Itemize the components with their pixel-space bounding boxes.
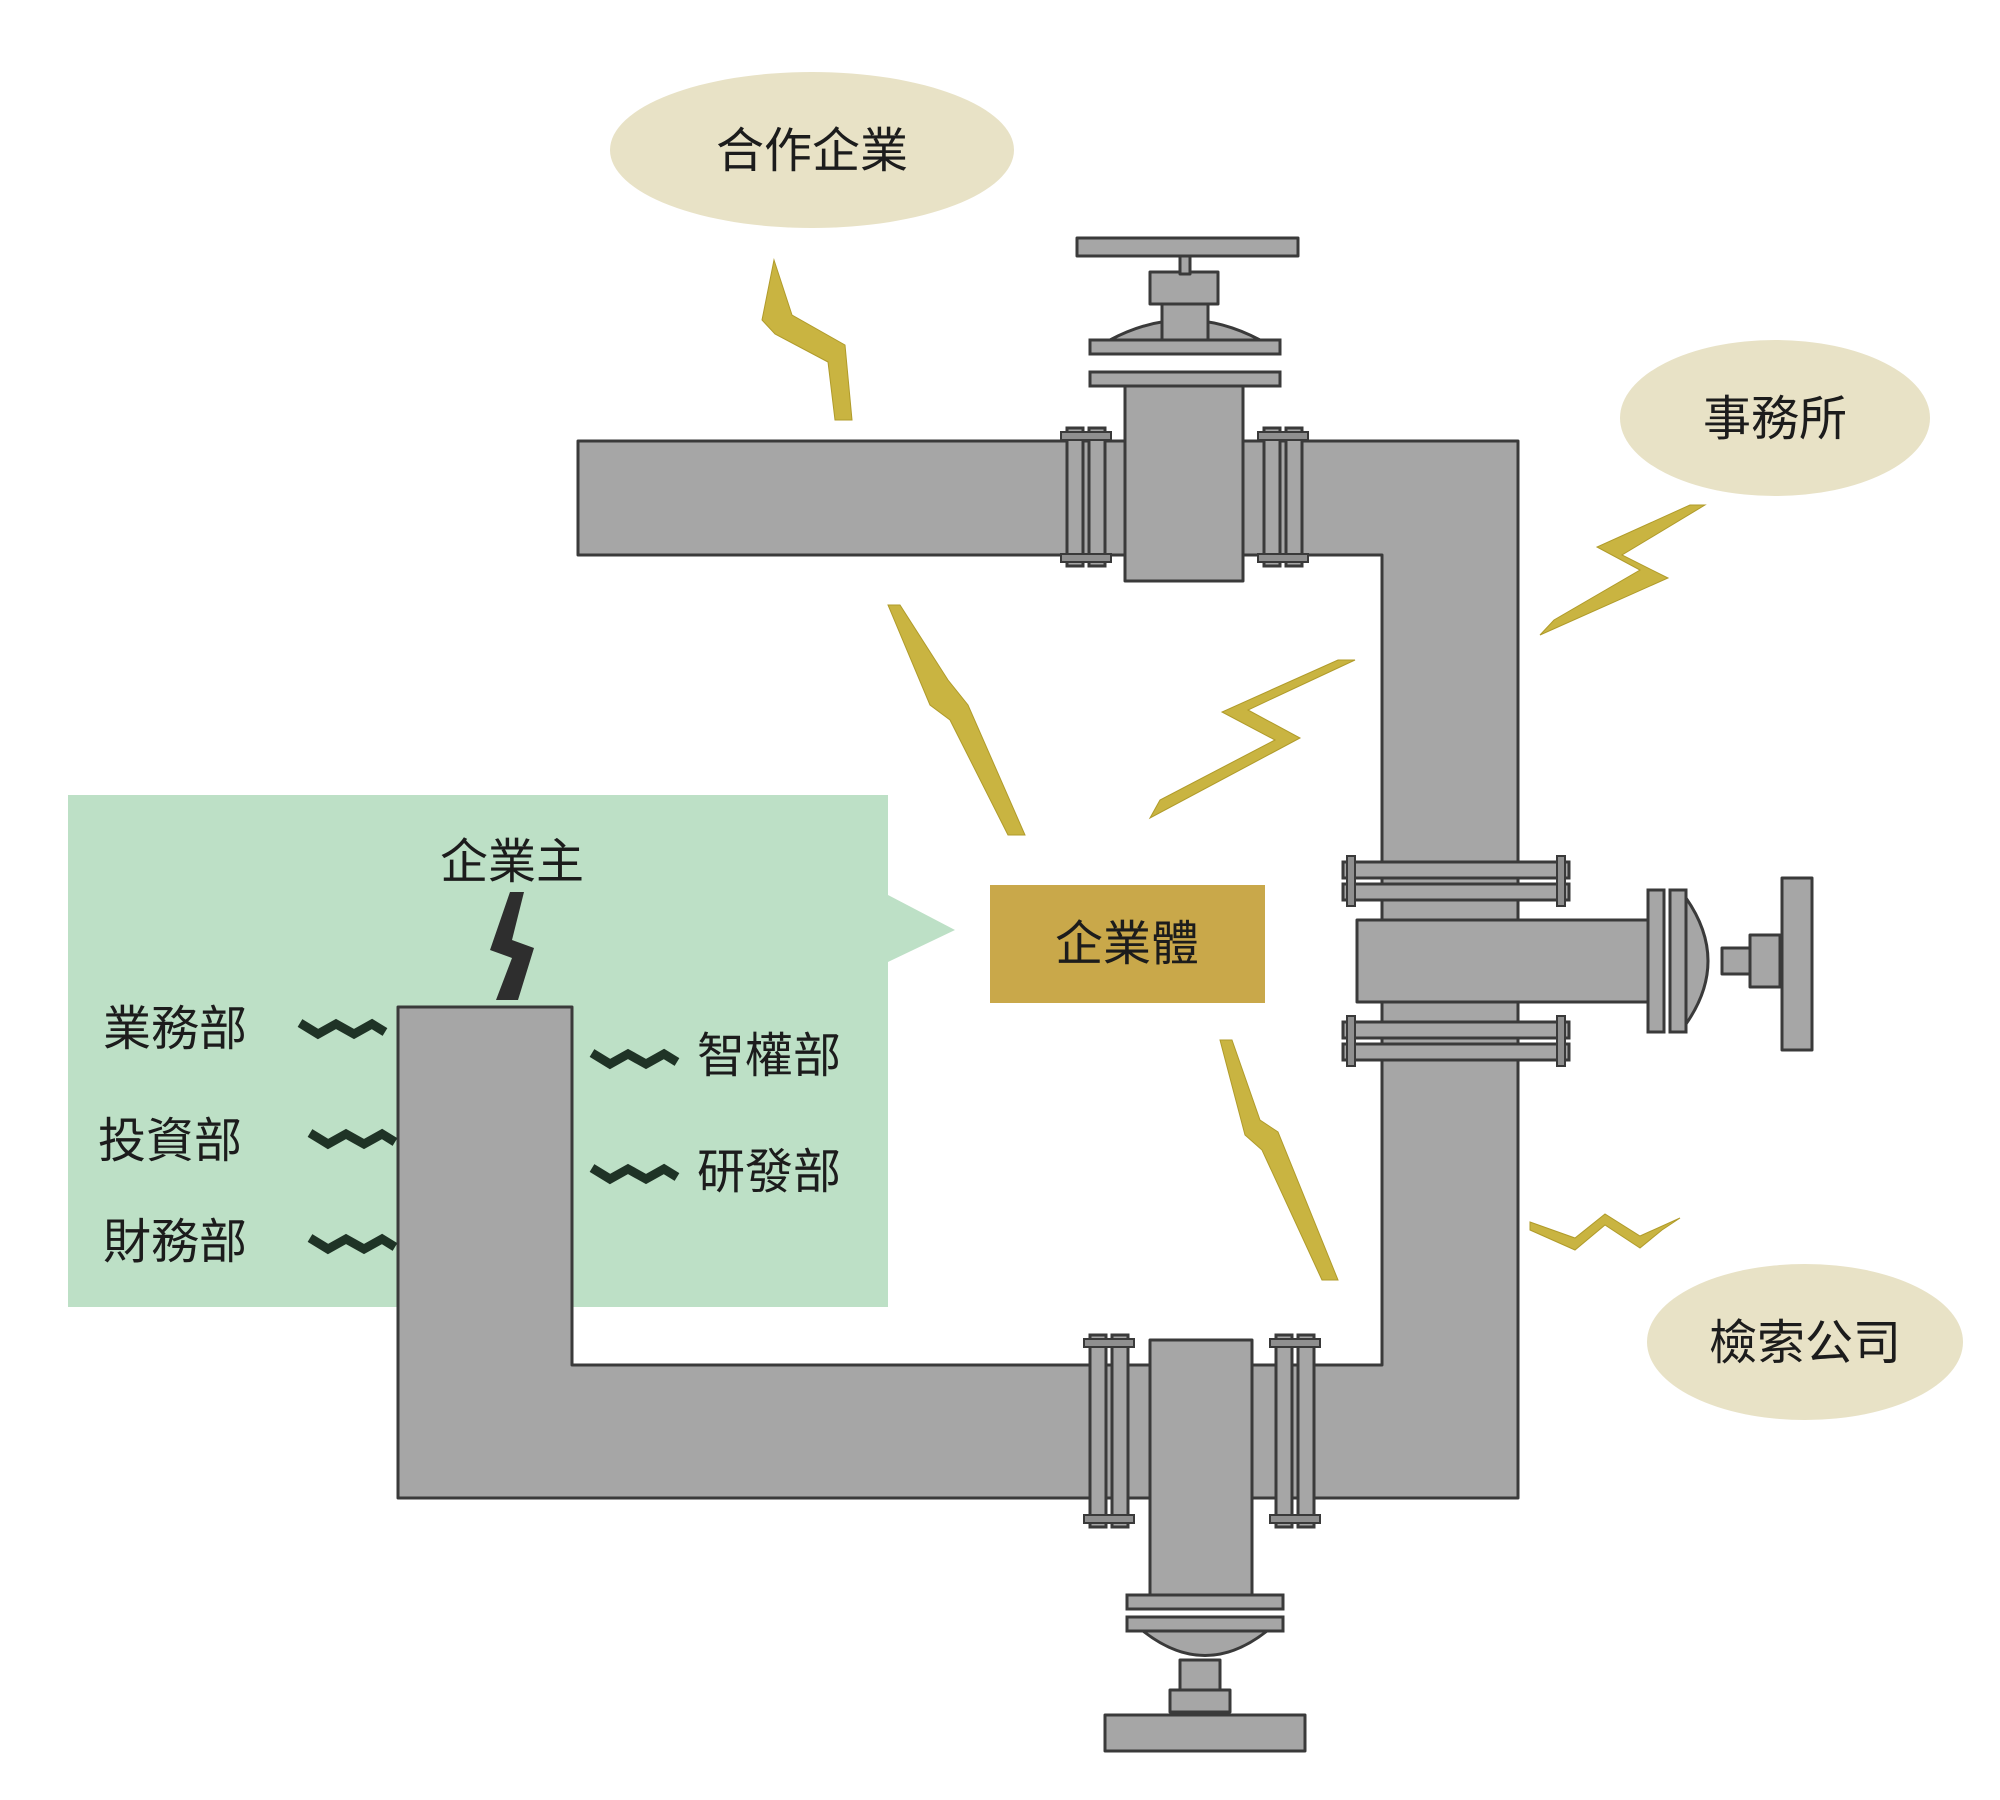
- enterprise-label: 企業體: [1055, 916, 1199, 972]
- search-company-node: 檢索公司: [1647, 1264, 1963, 1420]
- link-squiggle-icon: [307, 1233, 398, 1255]
- enterprise-node: 企業體: [990, 885, 1265, 1003]
- department-label: 投資部: [98, 1113, 242, 1169]
- department-label: 研發部: [697, 1144, 841, 1200]
- bottom-valve: [1083, 1333, 1321, 1753]
- office-node: 事務所: [1620, 340, 1930, 496]
- lightning-icon: [1529, 1213, 1681, 1251]
- lightning-icon: [761, 258, 853, 421]
- right-valve: [1341, 855, 1814, 1067]
- lightning-icon: [490, 892, 534, 1000]
- owner-label: 企業主: [440, 834, 584, 890]
- partner-node: 合作企業: [610, 72, 1014, 228]
- link-squiggle-icon: [589, 1048, 680, 1070]
- link-squiggle-icon: [297, 1018, 388, 1040]
- pipe-route: [396, 439, 1520, 1500]
- lightning-icon: [1539, 504, 1707, 636]
- department-label: 智權部: [697, 1028, 841, 1084]
- link-squiggle-icon: [307, 1128, 398, 1150]
- lightning-icon: [1219, 1039, 1339, 1281]
- lightning-icon: [887, 604, 1026, 836]
- office-label: 事務所: [1703, 391, 1847, 447]
- search-company-label: 檢索公司: [1709, 1315, 1901, 1371]
- pipe-body: [396, 439, 1520, 1500]
- department-label: 財務部: [103, 1214, 247, 1270]
- top-valve: [1060, 236, 1309, 583]
- department-label: 業務部: [103, 1001, 247, 1057]
- lightning-icon: [1148, 659, 1356, 820]
- partner-label: 合作企業: [716, 123, 908, 179]
- link-squiggle-icon: [589, 1163, 680, 1185]
